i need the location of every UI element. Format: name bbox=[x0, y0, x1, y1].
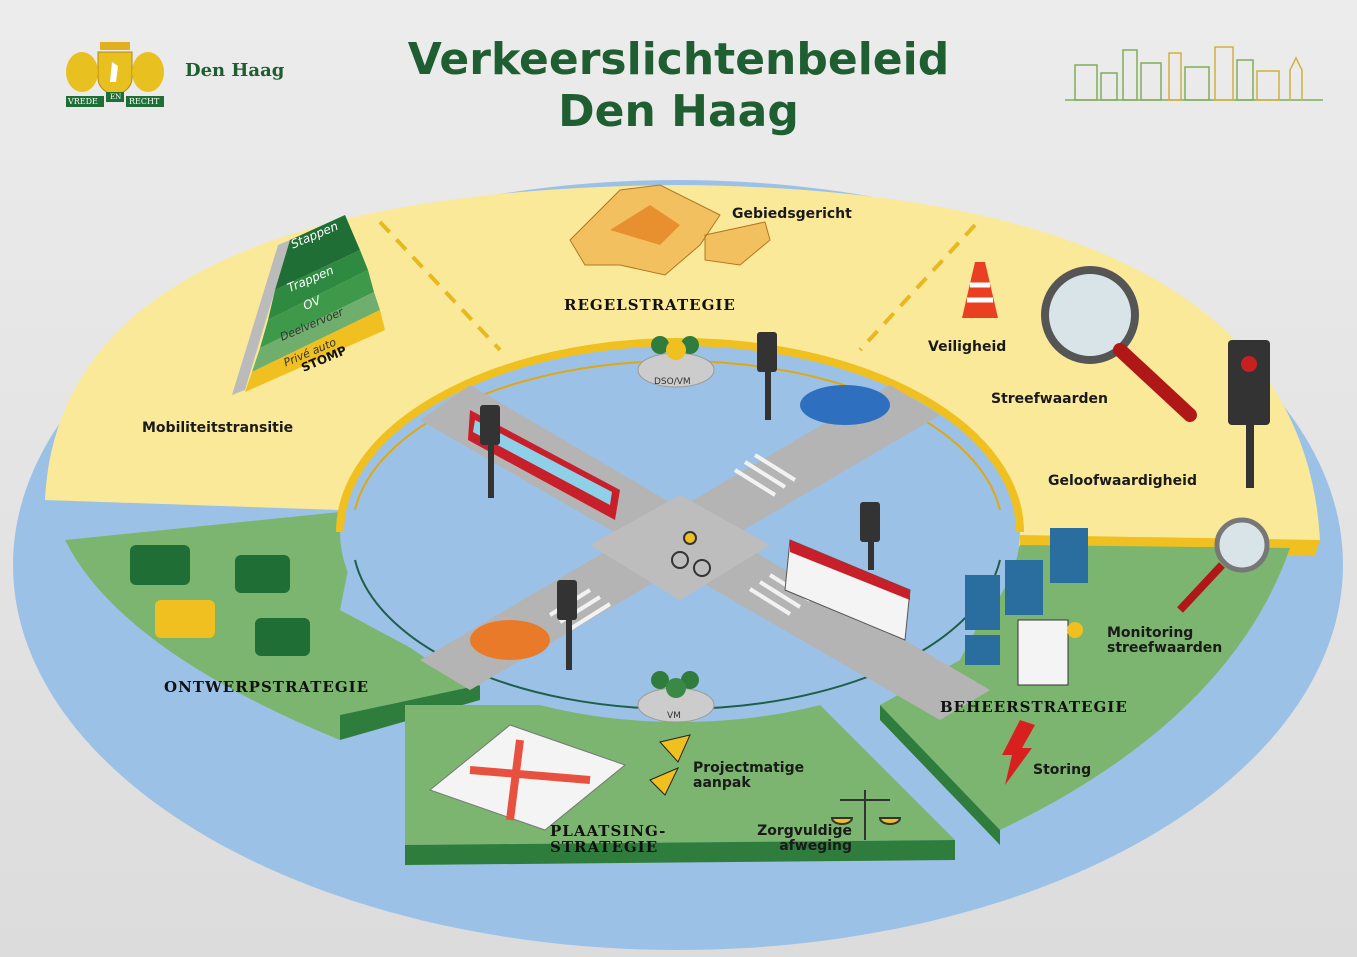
plaatsing-title-2: STRATEGIE bbox=[550, 838, 659, 856]
cyclist-icon bbox=[671, 531, 711, 577]
control-room-icon bbox=[965, 528, 1088, 686]
motto-recht: RECHT bbox=[129, 97, 160, 106]
dso-vm-badge-label: DSO/VM bbox=[654, 377, 691, 387]
label-zorgvuldige-afweging: Zorgvuldige afweging bbox=[757, 823, 852, 854]
motto-vrede: VREDE bbox=[68, 97, 98, 106]
stomp-pyramid bbox=[232, 215, 385, 395]
label-storing: Storing bbox=[1033, 762, 1092, 778]
label-streefwaarden: Streefwaarden bbox=[991, 391, 1108, 407]
dso-vm-badge bbox=[637, 336, 715, 388]
traffic-cone-icon bbox=[962, 262, 998, 318]
vm-badge bbox=[637, 671, 715, 723]
label-mobiliteitstransitie: Mobiliteitstransitie bbox=[142, 420, 294, 436]
plaatsingstrategie-title: PLAATSING- STRATEGIE bbox=[550, 823, 666, 855]
regelstrategie-title: REGELSTRATEGIE bbox=[564, 296, 736, 314]
scale-icon bbox=[830, 790, 902, 840]
brand-name: Den Haag bbox=[185, 60, 285, 81]
motto-en: EN bbox=[110, 93, 122, 101]
skyline-illustration bbox=[1065, 45, 1325, 107]
tram-icon bbox=[468, 410, 620, 520]
vm-badge-label: VM bbox=[667, 711, 681, 721]
monitoring-magnifier-icon bbox=[1177, 517, 1270, 613]
traffic-light-icon bbox=[480, 332, 1270, 670]
bus-icon bbox=[784, 539, 911, 641]
label-monitoring-streefwaarden: Monitoring streefwaarden bbox=[1107, 625, 1223, 656]
label-geloofwaardigheid: Geloofwaardigheid bbox=[1048, 473, 1197, 489]
label-veiligheid: Veiligheid bbox=[928, 339, 1007, 355]
puzzle-pieces-icon bbox=[130, 545, 310, 656]
storing-lightning-icon bbox=[1002, 720, 1035, 785]
beheerstrategie-title: BEHEERSTRATEGIE bbox=[940, 698, 1128, 716]
label-projectmatige-aanpak: Projectmatige aanpak bbox=[693, 760, 805, 791]
title-line-1: Verkeerslichtenbeleid bbox=[407, 34, 950, 85]
project-icon bbox=[649, 734, 691, 796]
beheerstrategie-area bbox=[880, 545, 1290, 830]
ontwerpstrategie-title: ONTWERPSTRATEGIE bbox=[164, 678, 370, 696]
magnifier-icon bbox=[1041, 266, 1197, 422]
plaatsing-title-1: PLAATSING- bbox=[550, 822, 667, 840]
orange-car-icon bbox=[470, 620, 550, 660]
title-line-2: Den Haag bbox=[558, 86, 799, 137]
label-gebiedsgericht: Gebiedsgericht bbox=[732, 206, 852, 222]
coat-of-arms-logo: VREDE EN RECHT bbox=[62, 40, 167, 110]
page-title: Verkeerslichtenbeleid Den Haag bbox=[0, 34, 1357, 138]
blue-car-icon bbox=[800, 385, 890, 425]
